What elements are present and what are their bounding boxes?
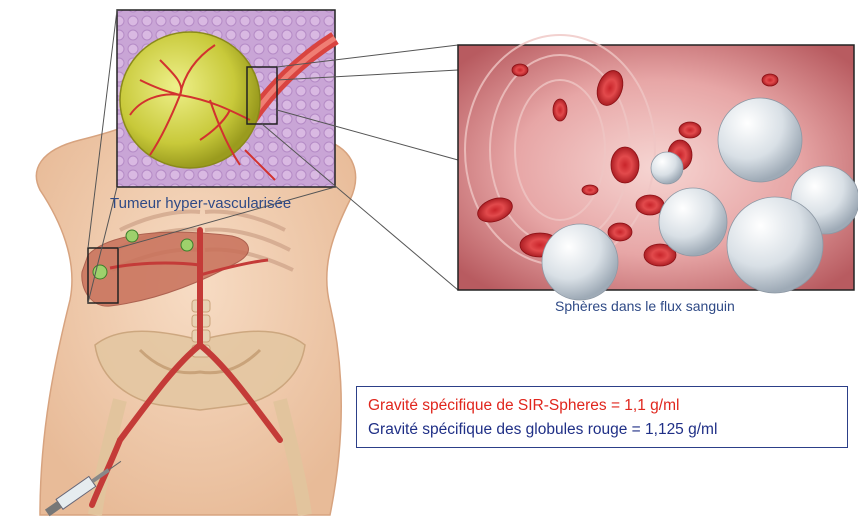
sir-spheres-gravity-text: Gravité spécifique de SIR-Spheres = 1,1 … bbox=[368, 397, 679, 415]
spheres-caption: Sphères dans le flux sanguin bbox=[555, 298, 735, 314]
tumor-illustration bbox=[117, 10, 335, 187]
red-cells-gravity-text: Gravité spécifique des globules rouge = … bbox=[368, 421, 717, 439]
tumor-caption: Tumeur hyper-vascularisée bbox=[110, 195, 291, 212]
gravity-info-box: Gravité spécifique de SIR-Spheres = 1,1 … bbox=[356, 386, 848, 448]
blood-vessel-illustration bbox=[458, 35, 858, 300]
